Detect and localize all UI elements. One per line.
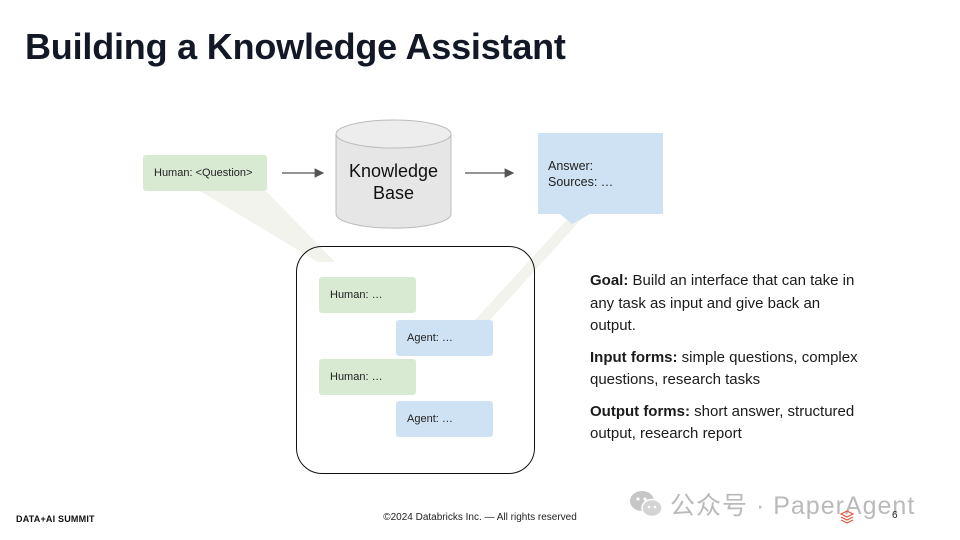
wechat-icon bbox=[630, 491, 663, 518]
goal-label: Goal: bbox=[590, 272, 629, 289]
output-forms-paragraph: Output forms: short answer, structured o… bbox=[590, 401, 870, 446]
goal-paragraph: Goal: Build an interface that can take i… bbox=[590, 270, 870, 338]
slide-title: Building a Knowledge Assistant bbox=[25, 26, 566, 67]
copyright-notice: ©2024 Databricks Inc. — All rights reser… bbox=[383, 512, 577, 523]
input-forms-text: simple questions, complex questions, res… bbox=[590, 348, 858, 389]
answer-box: Answer: Sources: … bbox=[538, 133, 663, 214]
chat-window-frame bbox=[296, 246, 535, 474]
knowledge-base-line-2: Base bbox=[372, 183, 415, 203]
chat-bubble-human-1: Human: … bbox=[319, 277, 416, 313]
answer-speech-tail bbox=[560, 214, 590, 224]
data-ai-summit-logo: DATA+AI SUMMIT bbox=[16, 514, 95, 524]
databricks-icon bbox=[840, 510, 854, 524]
watermark: 公众号 · PaperAgent bbox=[628, 486, 915, 522]
chat-bubble-human-2: Human: … bbox=[319, 359, 416, 395]
answer-label: Answer: bbox=[548, 159, 594, 173]
knowledge-base-cylinder bbox=[335, 119, 452, 229]
page-number: 6 bbox=[892, 510, 898, 521]
human-question-box: Human: <Question> bbox=[143, 155, 267, 191]
output-forms-text: short answer, structured output, researc… bbox=[590, 402, 855, 443]
watermark-text: 公众号 · PaperAgent bbox=[670, 492, 916, 520]
chat-bubble-agent-2: Agent: … bbox=[396, 401, 493, 437]
chat-bubble-agent-1: Agent: … bbox=[396, 320, 493, 356]
knowledge-base-line-1: Knowledge bbox=[348, 161, 439, 181]
input-forms-paragraph: Input forms: simple questions, complex q… bbox=[590, 347, 870, 392]
input-forms-label: Input forms: bbox=[590, 348, 678, 366]
sources-label: Sources: … bbox=[548, 175, 614, 189]
goal-text: Build an interface that can take in any … bbox=[590, 272, 855, 334]
zoom-beam-left bbox=[200, 191, 335, 262]
goals-text-block: Goal: Build an interface that can take i… bbox=[590, 270, 870, 455]
output-forms-label: Output forms: bbox=[590, 402, 690, 420]
